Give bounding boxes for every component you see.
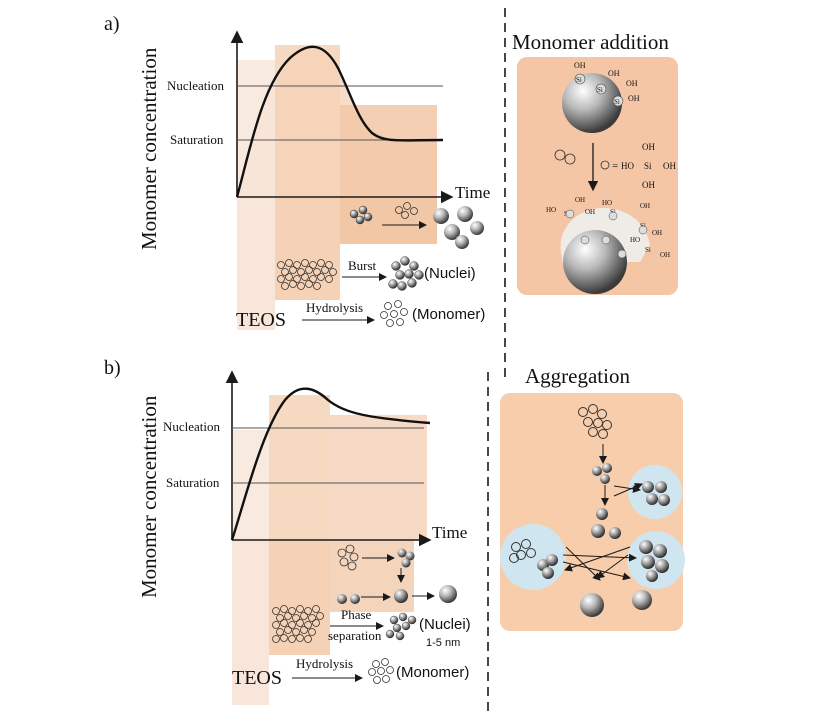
oh-label-3: OH (626, 79, 638, 88)
si-label-3: Si (614, 98, 620, 106)
aggregation-title: Aggregation (525, 364, 630, 388)
size-label-b: 1-5 nm (426, 637, 460, 649)
monomer-addition-title: Monomer addition (512, 30, 669, 54)
x-axis-label-b: Time (432, 523, 467, 542)
band-b-1 (232, 540, 269, 705)
panel-b: b) Monomer concentration Nucleation Satu… (104, 357, 685, 705)
nuclei-label-a: (Nuclei) (424, 265, 476, 282)
growth-rows-b (337, 544, 457, 604)
oh-label-b5: OH (660, 251, 670, 259)
band-a-1 (237, 190, 275, 330)
band-b-3-upper (330, 415, 427, 540)
band-a-2-upper (275, 45, 340, 197)
hydrolysis-label-b: Hydrolysis (296, 656, 353, 671)
teos-label-b: TEOS (232, 667, 282, 689)
hydrolysis-row-a: TEOS Hydrolysis (Monomer) (236, 300, 485, 331)
monomer-cluster-a-top (395, 202, 418, 219)
band-b-2-upper (269, 395, 330, 540)
oh-label-2: OH (608, 69, 620, 78)
ho-label-eq: HO (621, 161, 634, 171)
oh-label-b2: OH (585, 208, 595, 216)
blue-blob-right-top (628, 465, 682, 519)
band-a-3-upper (340, 105, 437, 197)
y-axis-label-a: Monomer concentration (137, 47, 161, 250)
nucleation-label-a: Nucleation (167, 78, 225, 93)
saturation-label-b: Saturation (166, 475, 220, 490)
separation-label-b: separation (328, 628, 382, 643)
oh-label-eq-right: OH (663, 161, 676, 171)
si-label-2: Si (597, 86, 603, 94)
teos-cluster-b (272, 605, 324, 643)
monomer-cluster-b (368, 658, 394, 684)
burst-row-a: Burst (Nuclei) (277, 256, 476, 291)
burst-label-a: Burst (348, 258, 377, 273)
teos-label-a: TEOS (236, 309, 286, 331)
nuclei-label-b: (Nuclei) (419, 616, 471, 633)
oh-label-b1: OH (575, 196, 585, 204)
si-label-b4: Si (645, 246, 651, 254)
aggregation-diagram (500, 404, 685, 617)
ho-label-b2: HO (602, 199, 612, 207)
monomer-cluster-a (380, 300, 408, 327)
nucleation-label-b: Nucleation (163, 419, 221, 434)
concentration-curve-b (230, 387, 431, 541)
concentration-curve-a (235, 45, 444, 198)
panel-a: a) Monomer concentration Nucleation Satu… (104, 13, 678, 331)
oh-label-eq-top: OH (642, 142, 655, 152)
nuclei-cluster-a (388, 256, 424, 291)
large-particles-a (433, 206, 484, 249)
ho-label-b3: HO (630, 236, 640, 244)
band-b-2 (269, 540, 330, 655)
oh-label-4: OH (628, 94, 640, 103)
band-a-2 (275, 190, 340, 300)
si-label-eq: Si (644, 161, 652, 171)
silica-particle-top (562, 73, 622, 133)
small-cluster-a (349, 205, 373, 225)
monomer-addition-diagram: OH Si OH Si OH Si OH = HO Si OH OH OH HO… (546, 61, 676, 294)
y-axis-label-b: Monomer concentration (137, 395, 161, 598)
panel-b-label: b) (104, 357, 121, 379)
silica-particle-bottom (563, 230, 627, 294)
si-label-1: Si (576, 76, 582, 84)
equals-label: = (612, 160, 618, 172)
ho-label-b1: HO (546, 206, 556, 214)
monomer-label-a: (Monomer) (412, 306, 485, 323)
x-axis-label-a: Time (455, 183, 490, 202)
teos-cluster-a (277, 259, 337, 290)
oh-label-eq-bottom: OH (642, 180, 655, 190)
saturation-label-a: Saturation (170, 132, 224, 147)
oh-label-b3: OH (640, 202, 650, 210)
growth-row-a (349, 202, 484, 249)
monomer-label-b: (Monomer) (396, 664, 469, 681)
panel-a-label: a) (104, 13, 120, 35)
oh-label-b4: OH (652, 229, 662, 237)
hydrolysis-row-b: TEOS Hydrolysis (Monomer) (232, 656, 469, 689)
oh-label-1: OH (574, 61, 586, 70)
phase-separation-row-b: Phase separation (Nuclei) 1-5 nm (272, 605, 471, 649)
phase-label-b: Phase (341, 607, 372, 622)
hydrolysis-label-a: Hydrolysis (306, 300, 363, 315)
nuclei-cluster-b (385, 612, 417, 641)
